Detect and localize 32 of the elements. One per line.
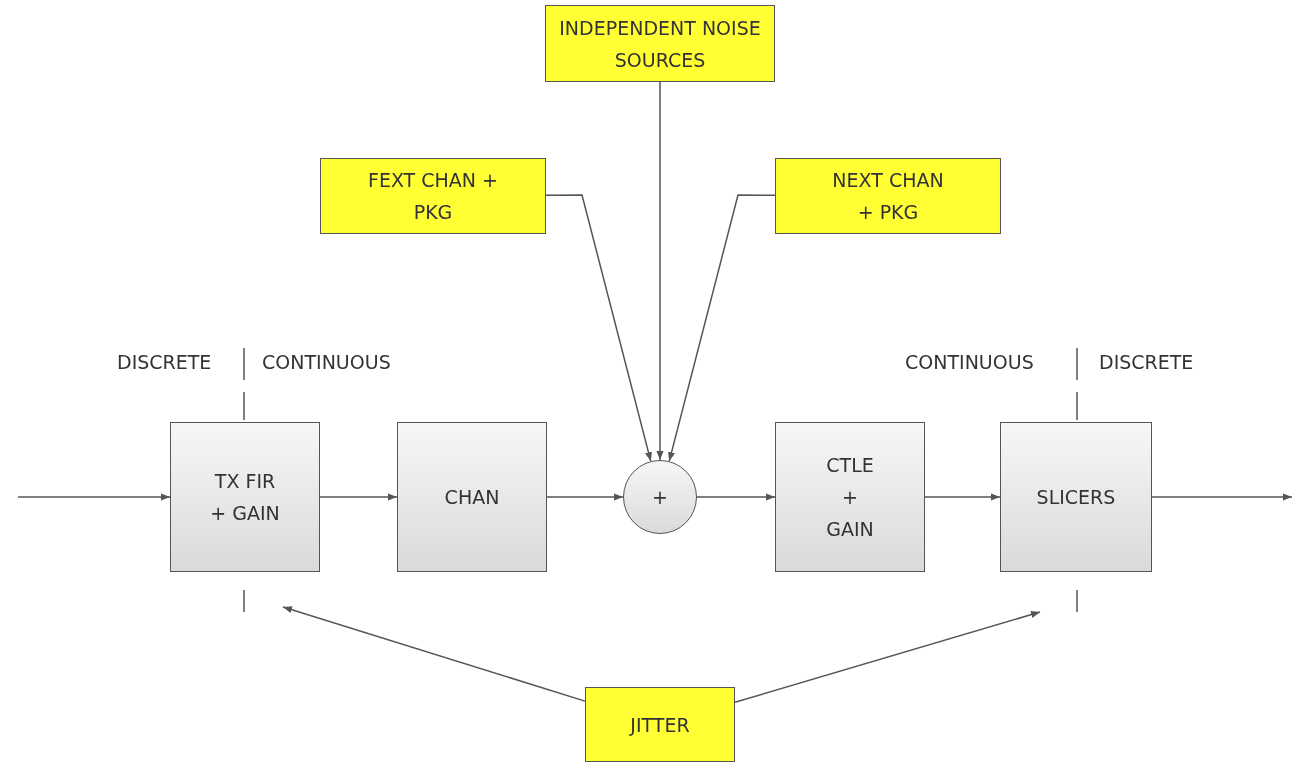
node-label: TX FIR + GAIN <box>209 469 281 526</box>
node-label: SLICERS <box>1036 485 1116 510</box>
arrow <box>546 493 624 501</box>
text-box <box>545 5 775 82</box>
text-box <box>585 687 735 762</box>
arrow <box>17 493 171 501</box>
node-label: FEXT CHAN + PKG <box>368 168 498 225</box>
domain-label: CONTINUOUS <box>262 351 391 373</box>
arrow <box>545 194 652 462</box>
arrow <box>734 611 1041 704</box>
node-label: CHAN <box>444 485 500 510</box>
process-box <box>1000 422 1152 572</box>
text-box <box>320 158 546 234</box>
node-label: CTLE + GAIN <box>825 453 875 542</box>
arrow <box>319 493 398 501</box>
domain-label: DISCRETE <box>1099 351 1194 373</box>
arrow <box>668 194 776 462</box>
arrow <box>656 81 664 461</box>
arrow <box>696 493 776 501</box>
node-label: NEXT CHAN + PKG <box>831 168 945 225</box>
domain-label: CONTINUOUS <box>905 351 1034 373</box>
domain-label: DISCRETE <box>117 351 212 373</box>
process-box <box>170 422 320 572</box>
node-label: INDEPENDENT NOISE SOURCES <box>558 15 762 73</box>
text-box <box>775 158 1001 234</box>
process-box <box>775 422 925 572</box>
arrow <box>282 606 586 702</box>
node-label: JITTER <box>630 712 690 738</box>
arrow <box>924 493 1001 501</box>
process-box <box>397 422 547 572</box>
node-label: + <box>652 485 668 510</box>
arrow <box>1151 493 1293 501</box>
